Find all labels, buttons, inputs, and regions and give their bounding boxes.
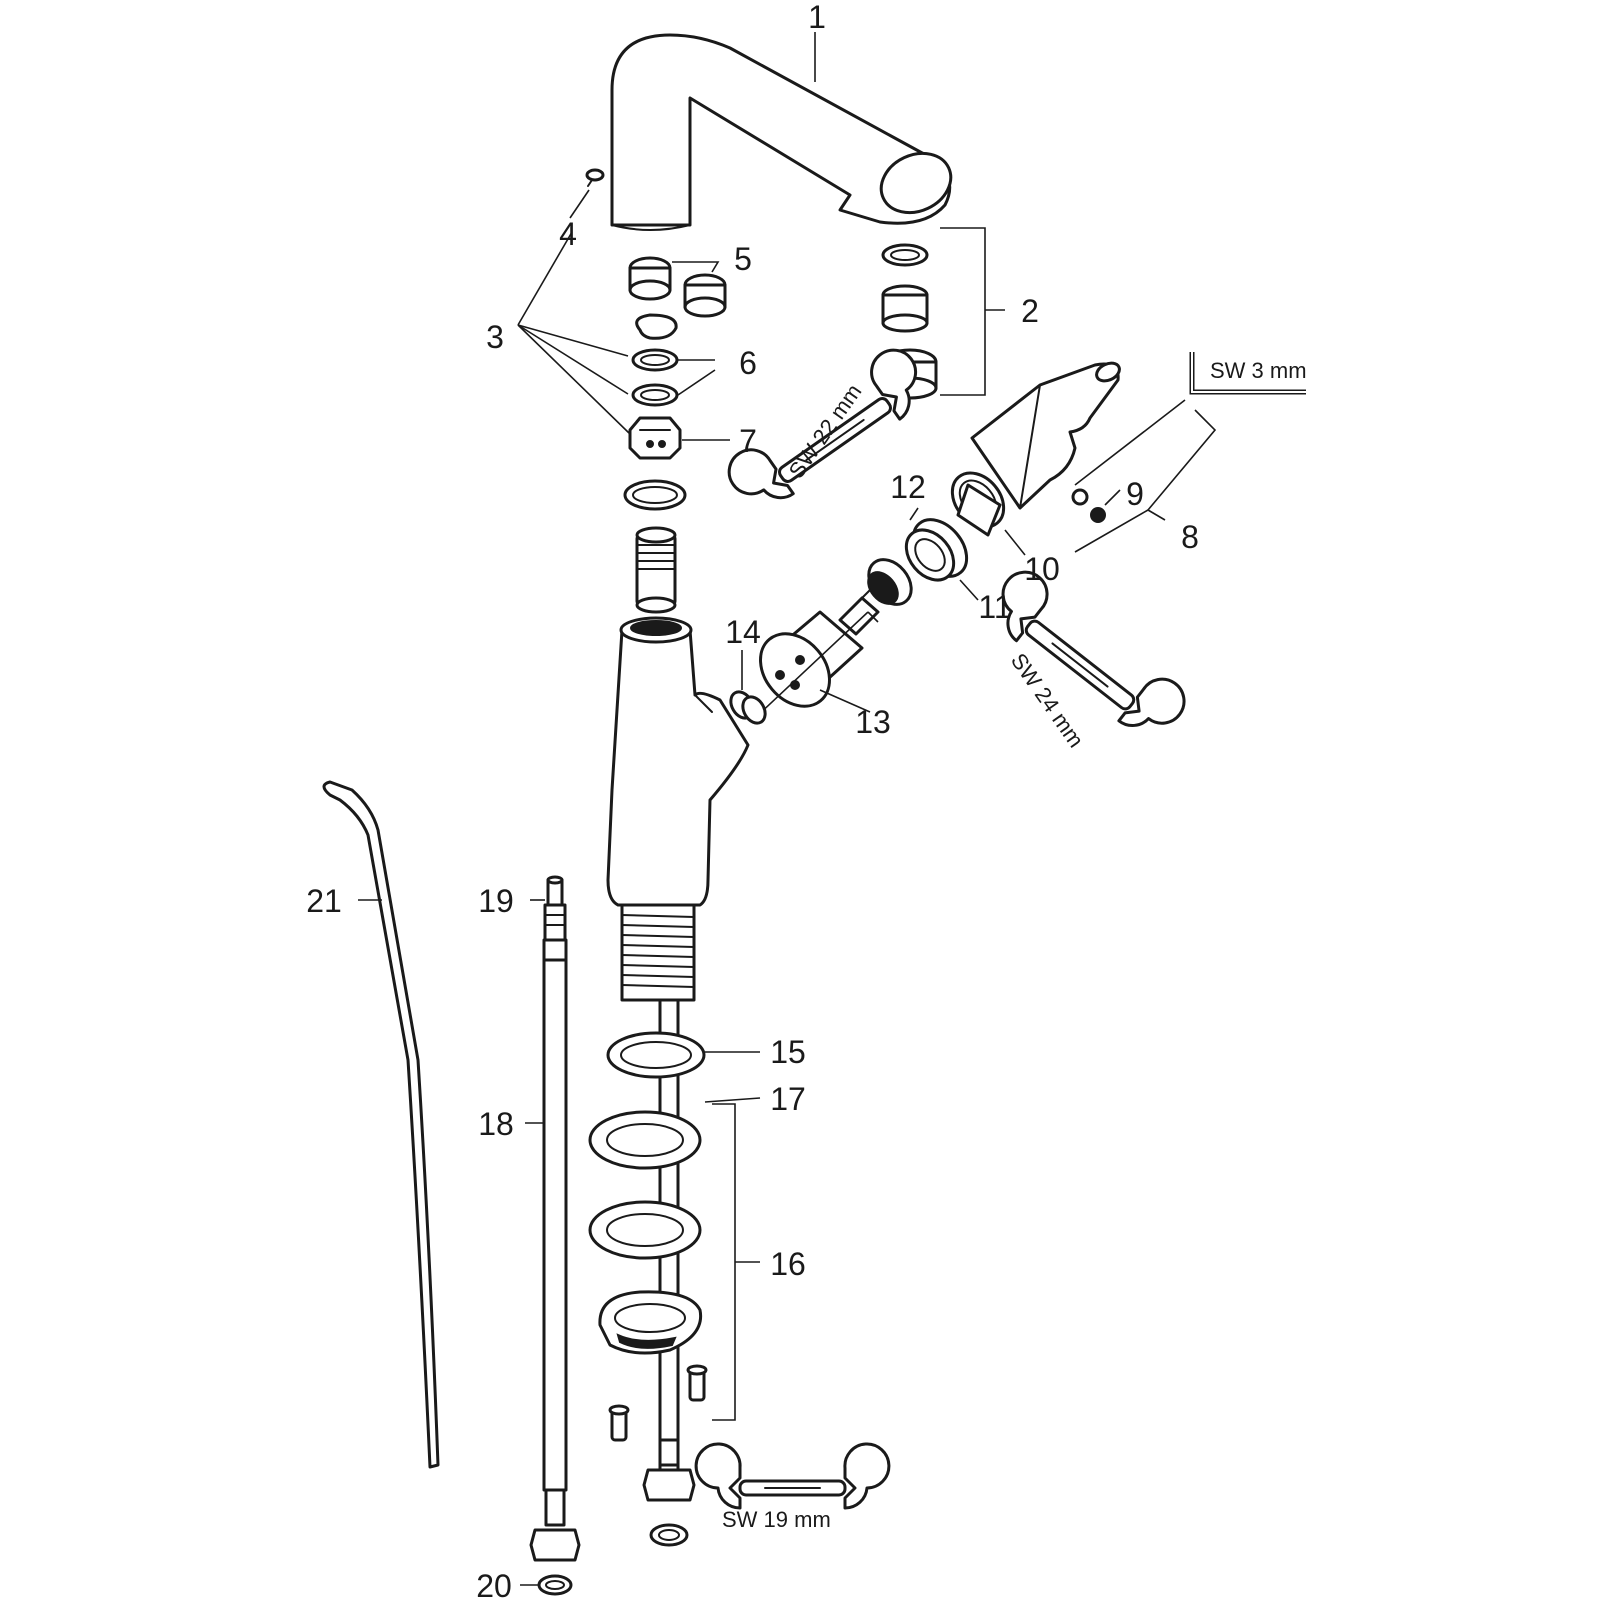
gasket-part-15 — [606, 1031, 706, 1079]
bracket-13 — [754, 611, 879, 719]
hose-tip-part-19 — [546, 875, 564, 885]
wrench-22mm-icon — [727, 348, 918, 500]
callout-6: 6 — [739, 345, 757, 381]
bracket-16 — [712, 1103, 760, 1421]
knurled-ring — [867, 558, 913, 606]
stud-bolt — [608, 1404, 630, 1442]
callout-13: 13 — [855, 704, 891, 740]
callout-20: 20 — [476, 1568, 512, 1600]
callout-8: 8 — [1181, 519, 1199, 555]
threaded-shank — [620, 903, 696, 1002]
callout-12: 12 — [890, 469, 926, 505]
callout-15: 15 — [770, 1034, 806, 1070]
leader-9 — [1104, 489, 1121, 506]
callout-14: 14 — [725, 614, 761, 650]
lever-handle-part-8 — [970, 361, 1121, 510]
callout-11: 11 — [978, 589, 1011, 625]
screw-part-9a — [1071, 488, 1089, 506]
clip — [635, 313, 678, 340]
plate-part-17 — [588, 1110, 702, 1170]
seals-part-14 — [729, 690, 767, 725]
large-o-ring — [623, 479, 687, 511]
leader-3 — [517, 231, 631, 435]
rod-part-21 — [322, 780, 440, 1469]
leader-10 — [1004, 529, 1026, 556]
leader-4 — [569, 189, 590, 219]
callout-16: 16 — [770, 1246, 806, 1282]
leader-6 — [677, 359, 716, 396]
leader-12 — [909, 507, 919, 521]
leader-17 — [704, 1097, 761, 1103]
threaded-connector — [635, 526, 677, 614]
o-ring-part-6a — [631, 348, 679, 372]
callout-10: 10 — [1024, 551, 1060, 587]
callout-21: 21 — [306, 883, 342, 919]
callout-4: 4 — [559, 216, 577, 252]
callout-9: 9 — [1126, 476, 1144, 512]
screw-part-4 — [585, 168, 605, 187]
adapter-part-5a — [628, 256, 672, 301]
wrench-19mm-icon — [694, 1442, 891, 1510]
stud-bolt — [686, 1364, 708, 1402]
bracket-2 — [940, 227, 1005, 396]
callout-19: 19 — [478, 883, 514, 919]
adapter-part-5b — [683, 273, 727, 318]
wrench-24mm-icon — [1001, 570, 1186, 727]
mounting-set-part-16 — [588, 1200, 708, 1442]
bracket-8 — [1074, 409, 1217, 553]
hose-end-nut — [642, 1438, 696, 1547]
callout-1: 1 — [808, 0, 826, 35]
callout-18: 18 — [478, 1106, 514, 1142]
leader-5 — [672, 261, 720, 273]
callout-2: 2 — [1021, 293, 1039, 329]
washer-part-20 — [537, 1574, 573, 1596]
o-ring-part-6b — [631, 383, 679, 407]
wrench-19mm-label: SW 19 mm — [722, 1507, 831, 1532]
mixer-body — [606, 616, 750, 907]
hex-key-label: SW 3 mm — [1210, 358, 1307, 383]
nut-part-7 — [628, 416, 682, 460]
cartridge-part-13 — [759, 589, 880, 708]
spout-part-1 — [610, 33, 953, 231]
callout-3: 3 — [486, 319, 504, 355]
grub-screw-part-9b — [1090, 507, 1106, 523]
cartridge-nut-part-11 — [904, 518, 969, 582]
callout-17: 17 — [770, 1081, 806, 1117]
hose-part-18 — [542, 878, 568, 1492]
callout-5: 5 — [734, 241, 752, 277]
cover-ring-part-10 — [950, 471, 1006, 537]
leader-11 — [959, 579, 979, 601]
callout-7: 7 — [739, 423, 757, 459]
hose-nut — [529, 1488, 581, 1562]
